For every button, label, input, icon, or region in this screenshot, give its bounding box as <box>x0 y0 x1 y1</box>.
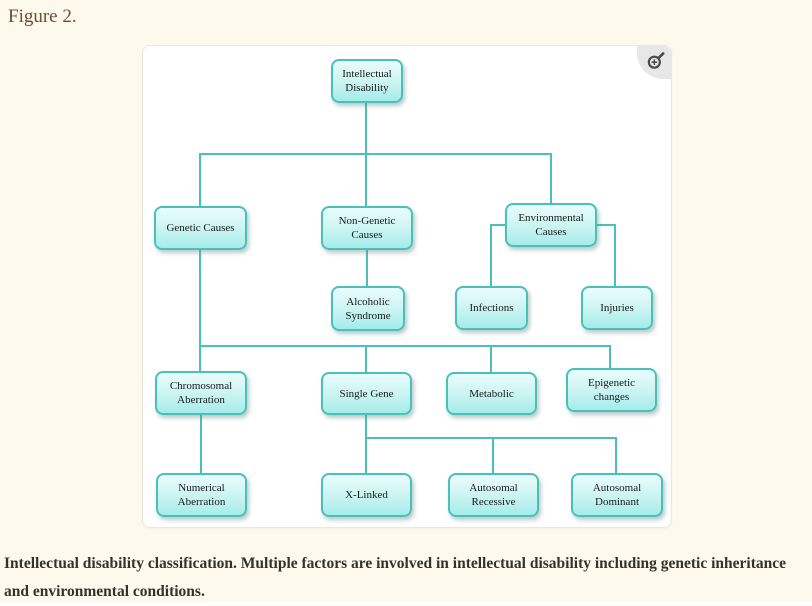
magnifier-plus-icon <box>647 52 665 69</box>
connector-line <box>614 224 616 286</box>
connector-line <box>490 224 506 226</box>
node-alcoholic-syndrome: Alcoholic Syndrome <box>331 286 405 331</box>
connector-line <box>365 345 367 372</box>
connector-line <box>550 153 552 203</box>
node-x-linked: X-Linked <box>321 473 412 517</box>
node-numerical-aberration: Numerical Aberration <box>156 473 247 517</box>
node-autosomal-recessive: Autosomal Recessive <box>448 473 539 517</box>
connector-line <box>200 415 202 473</box>
connector-line <box>490 224 492 286</box>
connector-line <box>490 345 492 372</box>
figure-label: Figure 2. <box>8 6 77 27</box>
zoom-figure-button[interactable] <box>637 46 671 79</box>
connector-line <box>492 437 494 473</box>
connector-line <box>615 437 617 473</box>
node-genetic-causes: Genetic Causes <box>154 206 247 250</box>
node-infections: Infections <box>455 286 528 330</box>
connector-line <box>365 415 367 473</box>
connector-line <box>199 250 201 371</box>
connector-line <box>199 153 201 206</box>
connector-line <box>199 345 611 347</box>
figure-panel: Intellectual Disability Genetic Causes N… <box>142 45 672 528</box>
connector-line <box>596 224 616 226</box>
connector-line <box>365 437 617 439</box>
node-environmental-causes: Environmental Causes <box>505 203 597 247</box>
figure-caption: Intellectual disability classification. … <box>4 555 787 600</box>
node-epigenetic-changes: Epigenetic changes <box>566 368 657 412</box>
connector-line <box>199 153 552 155</box>
node-single-gene: Single Gene <box>321 372 412 415</box>
connector-line <box>609 345 611 368</box>
node-chromosomal-aberration: Chromosomal Aberration <box>155 371 247 415</box>
connector-line <box>366 250 368 286</box>
node-intellectual-disability: Intellectual Disability <box>331 59 403 103</box>
node-autosomal-dominant: Autosomal Dominant <box>571 473 663 517</box>
node-injuries: Injuries <box>581 286 653 330</box>
node-non-genetic-causes: Non-Genetic Causes <box>321 206 413 250</box>
node-metabolic: Metabolic <box>446 372 537 415</box>
